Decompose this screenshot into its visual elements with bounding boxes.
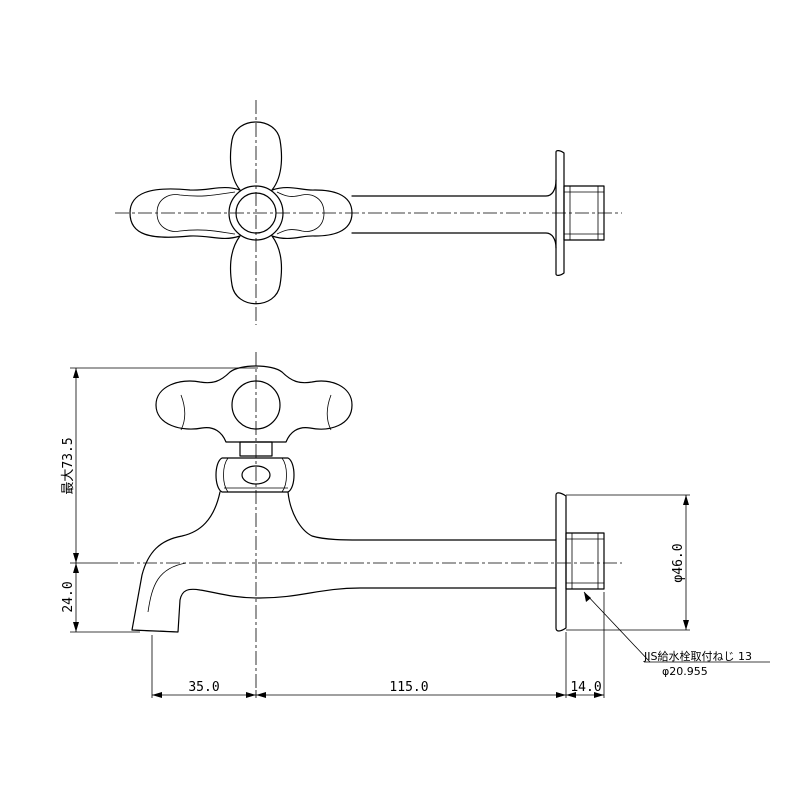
dimension-lines [70, 367, 770, 698]
thread-note-line1: JIS給水栓取付ねじ 13 [643, 649, 752, 663]
body-pipe-top [351, 179, 557, 249]
dimension-labels: 最大73.5 24.0 φ46.0 35.0 115.0 14.0 JIS給水栓… [61, 437, 752, 695]
cross-handle-inner-top [156, 191, 325, 235]
dim-spout-drop: 24.0 [61, 581, 76, 612]
thread-note-line2: φ20.955 [662, 665, 708, 678]
gland-nut-side [215, 457, 295, 493]
dim-body-length: 115.0 [389, 680, 428, 695]
faucet-body-side [131, 491, 557, 633]
side-view [120, 352, 622, 690]
dim-max-height: 最大73.5 [61, 437, 76, 494]
cross-handle-side [155, 365, 353, 443]
dim-flange-diameter: φ46.0 [671, 543, 686, 582]
flange-side [555, 492, 567, 632]
flange-top [555, 150, 565, 276]
top-view [115, 100, 622, 325]
dim-thread-length: 14.0 [570, 680, 601, 695]
dim-spout-offset: 35.0 [188, 680, 219, 695]
cross-handle-top [129, 121, 353, 305]
thread-side [565, 532, 605, 590]
